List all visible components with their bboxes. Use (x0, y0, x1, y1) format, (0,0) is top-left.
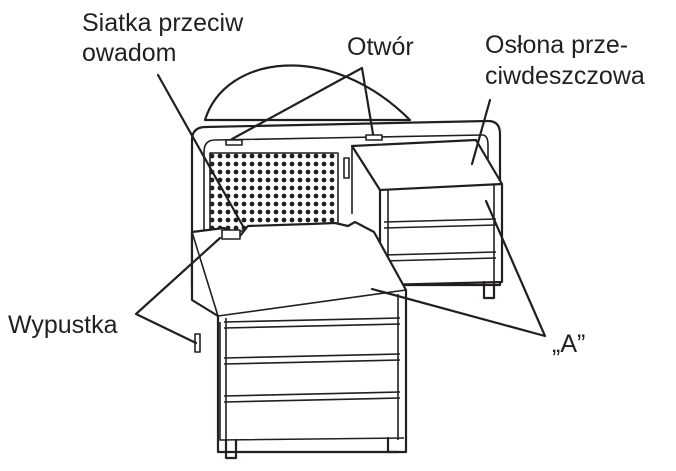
leader-insect-net (156, 73, 246, 230)
leader-tab (134, 236, 222, 345)
label-rain-cover-1: Osłona prze- (485, 31, 628, 59)
label-tab: Wypustka (8, 311, 118, 339)
leader-opening (230, 66, 375, 141)
label-insect-net-2: owadom (82, 39, 177, 67)
insect-net (209, 152, 339, 232)
opening-right (365, 134, 383, 141)
label-part-a: „A” (552, 330, 585, 358)
leader-part-a (370, 199, 547, 338)
label-opening: Otwór (347, 33, 414, 61)
label-insect-net-1: Siatka przeciw (82, 9, 244, 37)
duct-hood (203, 64, 412, 122)
rain-cover-right (350, 138, 504, 300)
leader-rain-cover (470, 98, 492, 166)
tab-top (221, 229, 241, 240)
opening-left (225, 139, 243, 146)
side-slot (343, 157, 350, 179)
rain-cover-left (190, 220, 408, 460)
label-rain-cover-2: ciwdeszczowa (485, 62, 645, 90)
